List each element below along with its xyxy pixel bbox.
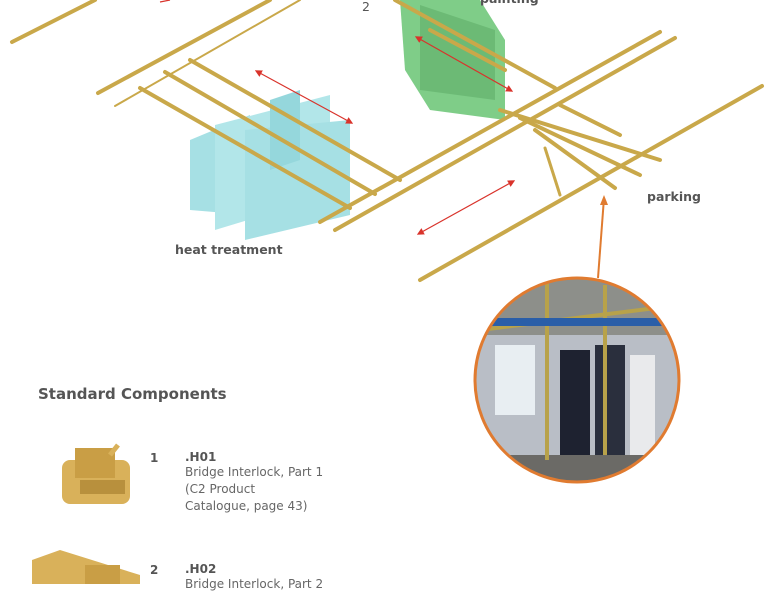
component-h02: .H02 Bridge Interlock, Part 2 [185, 562, 323, 593]
section-title: Standard Components [38, 385, 227, 403]
component-code: .H02 [185, 562, 217, 576]
component-desc-line: Catalogue, page 43) [185, 499, 308, 513]
rails [10, 0, 764, 282]
painting-label: painting [480, 0, 539, 6]
top-number-label: 2 [362, 0, 370, 14]
component-number: 1 [150, 451, 159, 465]
component-h02-image [32, 550, 140, 584]
heat-treatment-label: heat treatment [175, 242, 283, 257]
photo-border [473, 276, 681, 484]
component-desc-line: Bridge Interlock, Part 1 [185, 465, 324, 479]
component-code: .H01 [185, 450, 217, 464]
component-h01-image [62, 443, 130, 504]
component-desc-line: (C2 Product [185, 482, 256, 496]
movement-arrows [159, 0, 516, 235]
component-desc-line: Bridge Interlock, Part 2 [185, 577, 324, 591]
parking-photo [476, 279, 678, 481]
parking-label: parking [647, 189, 701, 204]
component-h01: .H01 Bridge Interlock, Part 1 (C2 Produc… [185, 450, 323, 515]
component-number: 2 [150, 563, 159, 577]
callout-line [597, 197, 605, 279]
